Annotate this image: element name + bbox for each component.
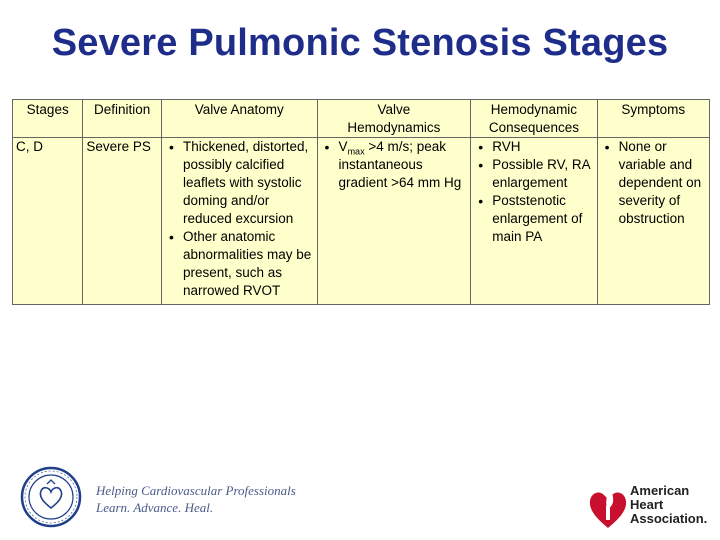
header-cons-line1: Hemodynamic xyxy=(490,102,578,117)
list-item: Possible RV, RA enlargement xyxy=(478,156,593,192)
hemodynamics-list: Vmax >4 m/s; peak instantaneous gradient… xyxy=(321,138,468,192)
cell-stage: C, D xyxy=(11,137,84,305)
heart-torch-icon xyxy=(589,484,627,528)
header-valve-anatomy: Valve Anatomy xyxy=(160,99,318,138)
aha-line2: Heart xyxy=(630,497,664,512)
table-row: C, D Severe PS Thickened, distorted, pos… xyxy=(11,137,711,305)
vmax-text: >4 m/s; peak instantaneous gradient >64 … xyxy=(338,139,462,190)
table-header-row: Stages Definition Valve Anatomy Valve He… xyxy=(11,99,711,138)
cell-definition: Severe PS xyxy=(82,137,162,305)
cell-symptoms: None or variable and dependent on severi… xyxy=(596,137,711,305)
list-item: Vmax >4 m/s; peak instantaneous gradient… xyxy=(325,138,468,192)
consequences-list: RVH Possible RV, RA enlargement Poststen… xyxy=(474,138,593,246)
cell-anatomy: Thickened, distorted, possibly calcified… xyxy=(160,137,318,305)
tagline-line2: Learn. Advance. Heal. xyxy=(96,500,214,515)
aha-logo: American Heart Association. xyxy=(586,478,714,534)
slide-title: Severe Pulmonic Stenosis Stages xyxy=(51,22,669,64)
aha-wordmark: American Heart Association. xyxy=(630,484,707,526)
header-stages: Stages xyxy=(11,99,84,138)
vmax-symbol: V xyxy=(338,139,348,154)
header-hemo-line1: Valve xyxy=(377,102,411,117)
acc-footer: Helping Cardiovascular Professionals Lea… xyxy=(20,466,310,528)
acc-seal-icon xyxy=(20,466,82,528)
tagline-line1: Helping Cardiovascular Professionals xyxy=(96,483,296,498)
list-item: Other anatomic abnormalities may be pres… xyxy=(169,228,314,300)
cell-consequences: RVH Possible RV, RA enlargement Poststen… xyxy=(470,137,598,305)
acc-tagline: Helping Cardiovascular Professionals Lea… xyxy=(96,482,296,516)
aha-line1: American xyxy=(630,483,690,498)
anatomy-list: Thickened, distorted, possibly calcified… xyxy=(165,138,314,300)
header-hemo-line2: Hemodynamics xyxy=(347,120,441,135)
cell-hemodynamics: Vmax >4 m/s; peak instantaneous gradient… xyxy=(316,137,472,305)
list-item: None or variable and dependent on severi… xyxy=(604,138,706,228)
list-item: Thickened, distorted, possibly calcified… xyxy=(169,138,314,228)
symptoms-list: None or variable and dependent on severi… xyxy=(601,138,706,228)
header-hemodynamic-consequences: Hemodynamic Consequences xyxy=(470,99,598,138)
header-cons-line2: Consequences xyxy=(488,120,579,135)
list-item: Poststenotic enlargement of main PA xyxy=(478,192,593,246)
header-valve-hemodynamics: Valve Hemodynamics xyxy=(316,99,472,138)
vmax-subscript: max xyxy=(347,146,365,157)
list-item: RVH xyxy=(478,138,593,156)
header-symptoms: Symptoms xyxy=(596,99,711,138)
aha-line3: Association. xyxy=(630,511,708,526)
stages-table: Stages Definition Valve Anatomy Valve He… xyxy=(11,99,711,305)
header-definition: Definition xyxy=(82,99,162,138)
